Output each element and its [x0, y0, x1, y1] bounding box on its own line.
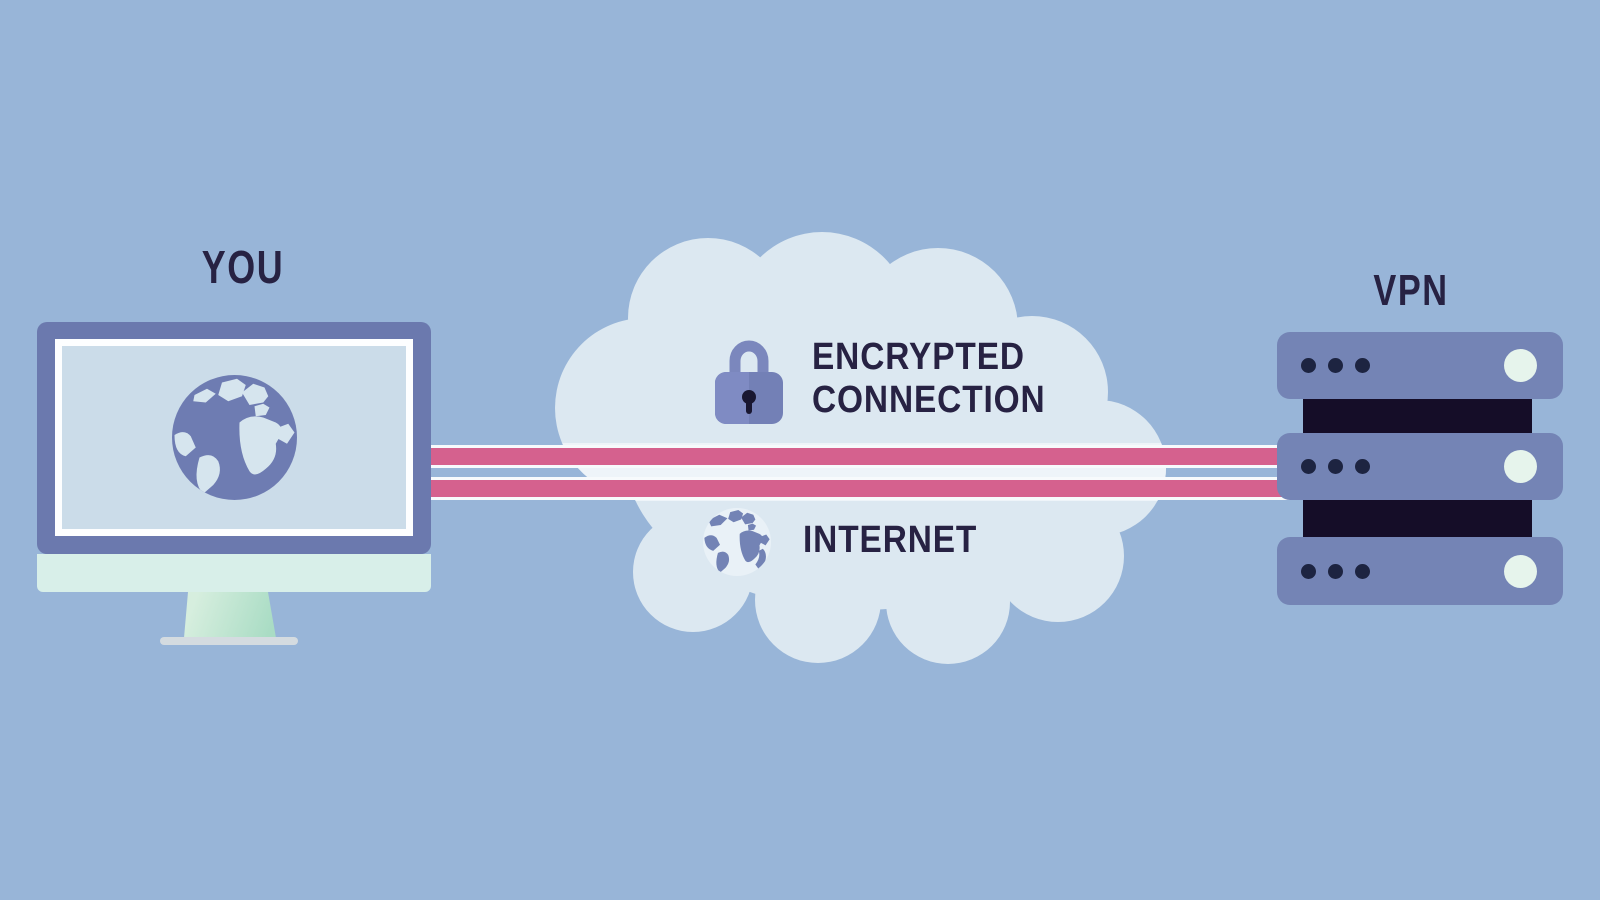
monitor-bezel [55, 339, 413, 536]
monitor-frame [37, 322, 431, 554]
vpn-server [1277, 332, 1563, 605]
server-tray [1277, 537, 1563, 605]
tunnel-stripe-top [420, 445, 1292, 468]
dot-icon [1301, 563, 1316, 579]
dot-icon [1328, 459, 1343, 474]
server-light-icon [1504, 554, 1537, 588]
monitor-base [160, 637, 298, 645]
you-label: YOU [201, 241, 285, 293]
encrypted-connection-label: ENCRYPTED CONNECTION [812, 336, 1046, 422]
monitor-stand [184, 592, 276, 638]
vpn-label: VPN [1373, 266, 1449, 315]
server-tray-dots [1301, 563, 1370, 579]
tunnel-stripe-bottom [420, 477, 1292, 500]
padlock-icon [715, 340, 783, 424]
dot-icon [1301, 358, 1316, 373]
dot-icon [1355, 459, 1370, 474]
monitor-chin [37, 554, 431, 592]
dot-icon [1355, 358, 1370, 373]
dot-icon [1355, 563, 1370, 579]
dot-icon [1328, 563, 1343, 579]
server-light-icon [1504, 349, 1537, 382]
server-tray [1277, 433, 1563, 500]
server-tray-dots [1301, 358, 1370, 373]
monitor-screen [62, 346, 406, 529]
internet-globe-icon [703, 508, 771, 576]
encrypted-line1: ENCRYPTED [812, 336, 1025, 378]
user-computer [37, 322, 431, 652]
server-light-icon [1504, 450, 1537, 483]
dot-icon [1328, 358, 1343, 373]
globe-icon [172, 375, 297, 500]
server-tray [1277, 332, 1563, 399]
encrypted-line2: CONNECTION [812, 379, 1046, 421]
internet-label: INTERNET [803, 519, 978, 561]
dot-icon [1301, 459, 1316, 474]
server-tray-dots [1301, 459, 1370, 474]
